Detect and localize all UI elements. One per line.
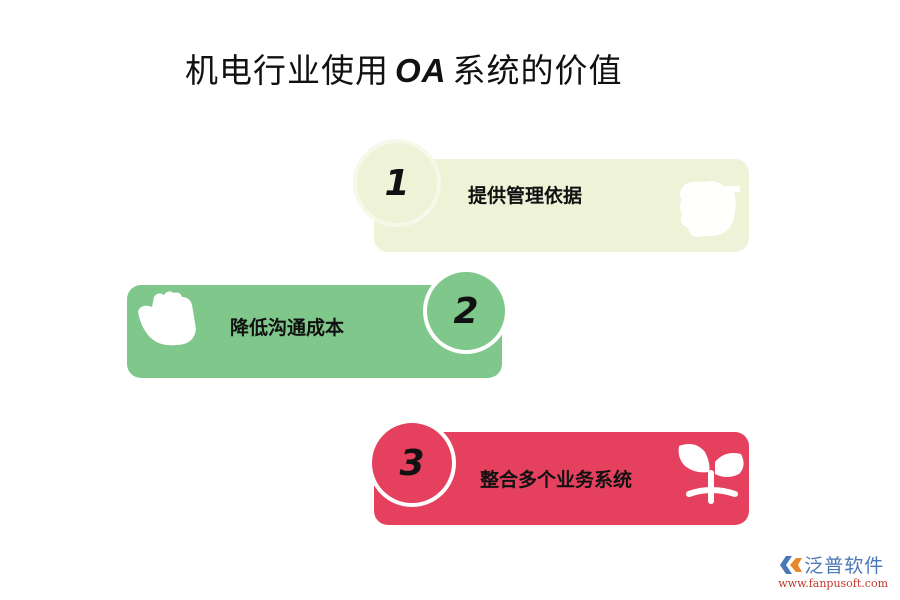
number-badge-2: 2 bbox=[423, 268, 509, 354]
logo-url: www.fanpusoft.com bbox=[778, 577, 888, 590]
number-2: 2 bbox=[453, 290, 479, 332]
number-1: 1 bbox=[384, 162, 410, 204]
logo-name: 泛普软件 bbox=[804, 555, 885, 577]
fanpu-logo-icon bbox=[780, 555, 803, 574]
title-prefix: 机电行业使用 bbox=[185, 51, 389, 90]
number-badge-3: 3 bbox=[368, 419, 456, 507]
item-label-1: 提供管理依据 bbox=[468, 185, 583, 207]
doc-blob-icon bbox=[680, 181, 740, 237]
title-highlight: OA bbox=[395, 52, 447, 89]
number-badge-1: 1 bbox=[353, 139, 441, 227]
brand-logo: 泛普软件 www.fanpusoft.com bbox=[778, 551, 888, 590]
item-label-2: 降低沟通成本 bbox=[230, 317, 345, 339]
number-3: 3 bbox=[399, 442, 425, 484]
title-suffix: 系统的价值 bbox=[452, 51, 623, 90]
item-label-3: 整合多个业务系统 bbox=[480, 469, 633, 491]
sprout-icon bbox=[678, 444, 744, 504]
hand-icon bbox=[138, 291, 196, 346]
